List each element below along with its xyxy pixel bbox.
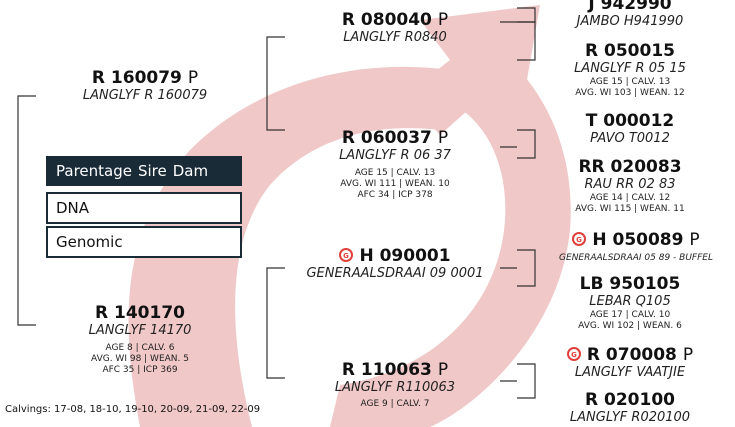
genomic-icon: G bbox=[572, 231, 586, 245]
calvings-text: Calvings: 17-08, 18-10, 19-10, 20-09, 21… bbox=[5, 404, 260, 415]
sire-sire-node[interactable]: R 080040 P LANGLYF R0840 bbox=[290, 10, 500, 46]
legend-parentage: Parentage bbox=[56, 162, 132, 180]
genomic-icon: G bbox=[339, 247, 353, 261]
legend-dna-box: DNA bbox=[46, 192, 242, 224]
legend-genomic-box: Genomic bbox=[46, 226, 242, 258]
dam-sire-node[interactable]: R 110063 P LANGLYF R110063 AGE 9 | CALV.… bbox=[290, 360, 500, 410]
sire-node[interactable]: R 160079 P LANGLYF R 160079 bbox=[50, 68, 240, 104]
genomic-icon: G bbox=[567, 346, 581, 360]
legend-dna: DNA bbox=[48, 194, 240, 222]
svg-text:G: G bbox=[576, 236, 582, 244]
legend-sire: Sire bbox=[138, 162, 167, 180]
sire-id: R 160079 P bbox=[50, 68, 240, 88]
subject-node[interactable]: R 060037 P LANGLYF R 06 37 AGE 15 | CALV… bbox=[290, 128, 500, 201]
dam-id: R 140170 bbox=[45, 303, 235, 323]
svg-text:G: G bbox=[344, 252, 350, 260]
legend-dam: Dam bbox=[173, 162, 208, 180]
legend-genomic: Genomic bbox=[48, 228, 240, 256]
legend-header: Parentage Sire Dam bbox=[46, 156, 242, 186]
sire-reg: LANGLYF R 160079 bbox=[50, 88, 240, 104]
dam-reg: LANGLYF 14170 bbox=[45, 323, 235, 339]
svg-text:G: G bbox=[571, 351, 577, 359]
